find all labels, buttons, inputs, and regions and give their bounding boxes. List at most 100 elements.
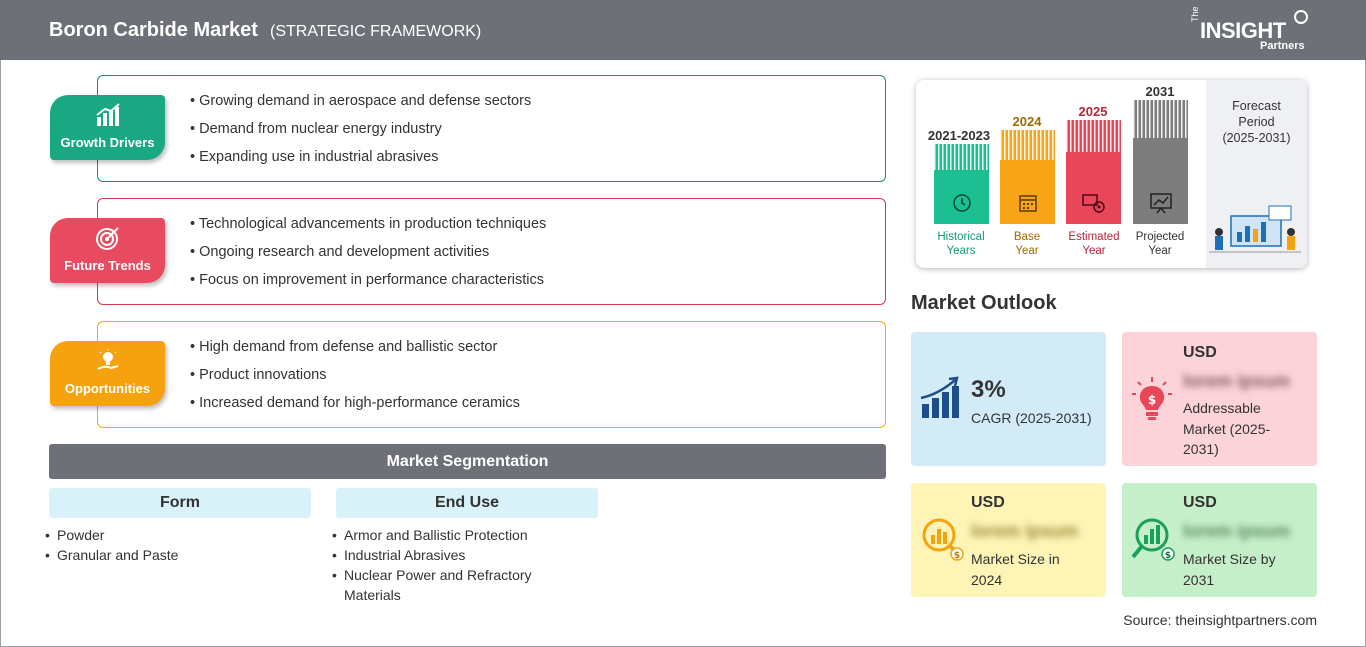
size2031-usd: USD: [1183, 494, 1217, 511]
projection-board-icon: [1150, 193, 1172, 214]
analytics-people-icon: [1209, 205, 1301, 253]
market-size-2024-card: USD lorem ipsum $ Market Size in 2024: [911, 483, 1106, 597]
caption-line: Year: [1015, 245, 1039, 257]
market-size-2031-card: USD lorem ipsum $ Market Size by 2031: [1122, 483, 1317, 597]
list-item: Ongoing research and development activit…: [190, 244, 546, 272]
desc-line: Market Size in: [971, 551, 1060, 567]
future-trends-list: Technological advancements in production…: [190, 216, 546, 300]
target-icon: [96, 227, 119, 250]
caption-line: Base: [1013, 231, 1041, 243]
bar-caption-historical: Historical Years: [921, 230, 1001, 258]
bar-estimated: [1066, 120, 1121, 224]
segment-heading-end-use: End Use: [336, 488, 598, 518]
year-label-estimated: 2025: [1078, 104, 1108, 119]
caption-line: Year: [1082, 245, 1106, 257]
list-item: Armor and Ballistic Protection: [332, 525, 557, 545]
size2024-desc: Market Size in 2024: [971, 549, 1060, 590]
addressable-value: lorem ipsum: [1183, 371, 1291, 391]
year-label-base: 2024: [1012, 114, 1042, 129]
cagr-value: 3%: [971, 376, 1006, 403]
timeline-card: Forecast Period (2025-2031) 2021-2023 Hi…: [916, 80, 1307, 268]
lightbulb-dollar-icon: $: [1132, 377, 1172, 420]
list-item: Increased demand for high-performance ce…: [190, 395, 520, 423]
header-bar: Boron Carbide Market (STRATEGIC FRAMEWOR…: [0, 0, 1366, 60]
opportunities-tag: Opportunities: [50, 341, 165, 406]
opportunities-label: Opportunities: [64, 381, 151, 396]
magnifier-growth-icon: $: [1131, 518, 1175, 561]
growth-bar-chart-icon: [920, 376, 959, 418]
bar-historical: [934, 144, 989, 224]
list-item: High demand from defense and ballistic s…: [190, 339, 520, 367]
caption-line: Projected: [1135, 231, 1185, 243]
addressable-desc: Addressable Market (2025- 2031): [1183, 398, 1270, 460]
list-item: Growing demand in aerospace and defense …: [190, 93, 531, 121]
svg-text:$: $: [954, 551, 960, 561]
growth-drivers-list: Growing demand in aerospace and defense …: [190, 93, 531, 177]
bar-caption-estimated: Estimated Year: [1054, 230, 1134, 258]
cagr-card: 3% CAGR (2025-2031): [911, 332, 1106, 466]
list-item: Nuclear Power and Refractory Materials: [332, 565, 557, 605]
caption-line: Year: [1148, 245, 1172, 257]
bar-caption-base: Base Year: [987, 230, 1067, 258]
caption-line: Years: [946, 245, 976, 257]
page-subtitle: (STRATEGIC FRAMEWORK): [270, 23, 482, 40]
insight-partners-logo: The INSIGHT Partners: [1190, 6, 1320, 54]
year-label-historical: 2021-2023: [927, 128, 991, 143]
future-trends-tag: Future Trends: [50, 218, 165, 283]
year-label-projected: 2031: [1145, 84, 1175, 99]
bar-caption-projected: Projected Year: [1120, 230, 1200, 258]
growth-chart-icon: [96, 103, 120, 126]
desc-line: Market Size by: [1183, 551, 1276, 567]
lightbulb-hand-icon: [97, 349, 119, 370]
growth-drivers-box: Growing demand in aerospace and defense …: [97, 75, 886, 182]
desc-line: 2031): [1183, 441, 1219, 457]
logo-the: The: [1190, 6, 1200, 22]
end-use-segment-list: Armor and Ballistic Protection Industria…: [332, 525, 557, 605]
addressable-usd: USD: [1183, 344, 1217, 361]
logo-mark-icon: [1294, 10, 1308, 24]
logo-insight: INSIGHT: [1200, 18, 1286, 43]
cagr-label: CAGR (2025-2031): [971, 410, 1092, 426]
desc-line: Market (2025-: [1183, 420, 1271, 437]
source-note: Source: theinsightpartners.com: [1123, 612, 1317, 628]
forecast-line1: Forecast: [1232, 99, 1281, 113]
bar-projected: [1133, 100, 1188, 224]
desc-line: Addressable: [1183, 400, 1261, 416]
desc-line: 2024: [971, 571, 1003, 588]
size2031-desc: Market Size by 2031: [1183, 549, 1276, 590]
opportunities-list: High demand from defense and ballistic s…: [190, 339, 520, 423]
list-item: Industrial Abrasives: [332, 545, 557, 565]
logo-partners: Partners: [1260, 40, 1305, 52]
magnifier-chart-icon: $: [922, 518, 964, 561]
future-trends-label: Future Trends: [64, 258, 151, 273]
list-item: Powder: [45, 525, 295, 545]
list-item: Granular and Paste: [45, 545, 295, 565]
caption-line: Estimated: [1068, 231, 1120, 243]
list-item: Focus on improvement in performance char…: [190, 272, 546, 300]
market-outlook-title: Market Outlook: [911, 292, 1057, 314]
segment-heading-form: Form: [49, 488, 311, 518]
bar-base: [1000, 130, 1055, 224]
desc-line: 2031: [1183, 571, 1215, 588]
segmentation-title: Market Segmentation: [49, 444, 886, 479]
growth-drivers-label: Growth Drivers: [60, 135, 155, 150]
form-segment-list: Powder Granular and Paste: [45, 525, 295, 565]
size2024-value: lorem ipsum: [971, 521, 1079, 541]
estimate-gear-icon: [1082, 194, 1105, 213]
list-item: Demand from nuclear energy industry: [190, 121, 531, 149]
calendar-icon: [1019, 195, 1037, 212]
future-trends-box: Technological advancements in production…: [97, 198, 886, 305]
svg-text:$: $: [1148, 393, 1156, 407]
forecast-line2: Period: [1238, 115, 1275, 129]
page-title: Boron Carbide Market: [49, 19, 258, 41]
caption-line: Historical: [937, 231, 985, 243]
history-clock-icon: [953, 194, 971, 212]
list-item: Expanding use in industrial abrasives: [190, 149, 531, 177]
list-item: Product innovations: [190, 367, 520, 395]
growth-drivers-tag: Growth Drivers: [50, 95, 165, 160]
opportunities-box: High demand from defense and ballistic s…: [97, 321, 886, 428]
svg-text:$: $: [1165, 551, 1171, 561]
forecast-line3: (2025-2031): [1222, 131, 1291, 145]
size2024-usd: USD: [971, 494, 1005, 511]
size2031-value: lorem ipsum: [1183, 521, 1291, 541]
